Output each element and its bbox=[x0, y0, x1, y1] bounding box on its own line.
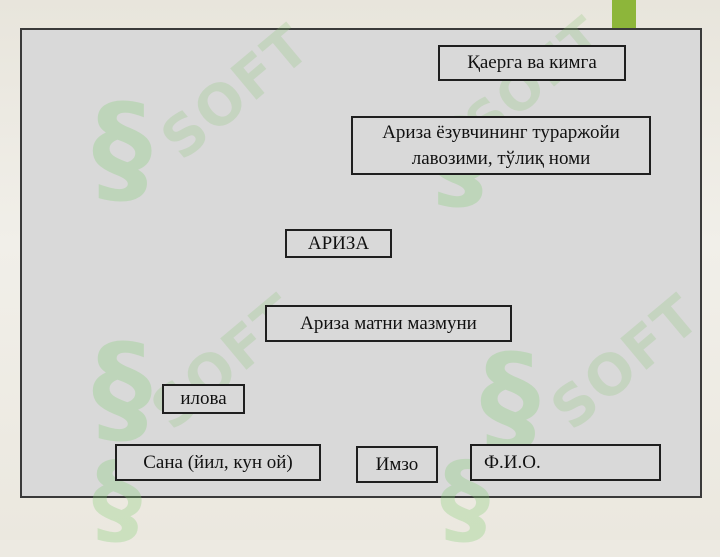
author-info-field: Ариза ёзувчининг тураржойи лавозими, тўл… bbox=[351, 116, 651, 175]
watermark-logo-icon: § bbox=[92, 80, 152, 219]
addressee-label: Қаерга ва кимга bbox=[467, 52, 597, 73]
body-text-label: Ариза матни мазмуни bbox=[300, 312, 477, 334]
date-field: Сана (йил, кун ой) bbox=[115, 444, 321, 481]
date-label: Сана (йил, кун ой) bbox=[143, 451, 293, 473]
author-info-line-2: лавозими, тўлиқ номи bbox=[411, 147, 591, 169]
full-name-field: Ф.И.О. bbox=[470, 444, 661, 481]
watermark-logo-icon: § bbox=[92, 320, 152, 459]
corner-accent-tab bbox=[612, 0, 636, 28]
attachment-label: илова bbox=[180, 388, 227, 409]
signature-label: Имзо bbox=[375, 453, 419, 475]
addressee-field: Қаерга ва кимга bbox=[438, 45, 626, 81]
signature-field: Имзо bbox=[356, 446, 438, 483]
full-name-label: Ф.И.О. bbox=[484, 451, 541, 473]
body-text-field: Ариза матни мазмуни bbox=[265, 305, 512, 342]
document-title: АРИЗА bbox=[307, 232, 370, 254]
application-form-panel bbox=[20, 28, 702, 498]
document-title-field: АРИЗА bbox=[285, 229, 392, 258]
author-info-line-1: Ариза ёзувчининг тураржойи bbox=[382, 121, 620, 143]
attachment-field: илова bbox=[162, 384, 245, 414]
